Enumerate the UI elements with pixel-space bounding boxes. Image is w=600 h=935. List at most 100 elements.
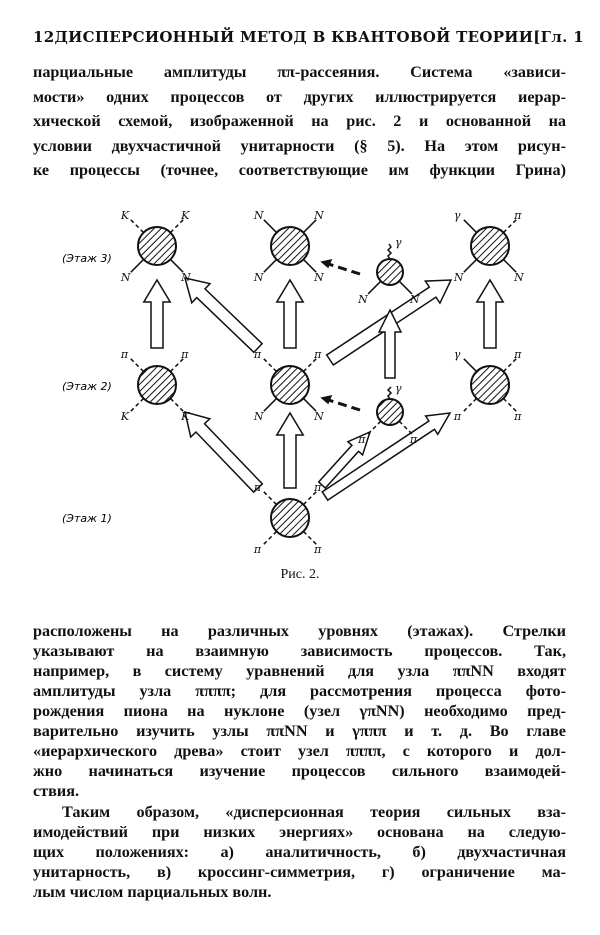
text-line: лым числом парциальных волн. <box>33 883 272 901</box>
dependency-arrow <box>275 278 305 349</box>
leg-line <box>463 397 478 412</box>
dependency-arrow <box>275 411 305 489</box>
particle-label: γ <box>454 348 461 361</box>
text-line: щих положениях: а) аналитичность, б) дву… <box>33 843 566 861</box>
particle-label: π <box>513 410 522 423</box>
text-line: ствия. <box>33 782 80 800</box>
dependency-arrow <box>317 430 372 490</box>
vertex-circle <box>376 258 404 286</box>
level-3-label: (Этаж 3) <box>62 252 112 265</box>
photon-line <box>386 386 393 400</box>
particle-label: K <box>180 410 190 423</box>
text-line: указывают на взаимную зависимость процес… <box>33 642 566 660</box>
leg-line <box>169 358 184 373</box>
vertex-circle <box>376 398 404 426</box>
particle-label: π <box>120 348 129 361</box>
text-line: условии двухчастичной унитарности (§ 5).… <box>33 136 566 155</box>
text-line: расположены на различных уровнях (этажах… <box>33 622 566 640</box>
text-line: например, в систему уравнений для узла π… <box>33 662 566 680</box>
vertex-circle <box>137 365 177 405</box>
page-number: 12 <box>33 28 55 46</box>
particle-label: π <box>253 348 262 361</box>
photon-line <box>386 243 393 260</box>
particle-label: π <box>180 348 189 361</box>
dashed-arrowhead <box>320 394 333 405</box>
vertex-circle <box>270 226 310 266</box>
particle-label: N <box>313 209 324 222</box>
particle-label: π <box>313 543 322 556</box>
particle-label: N <box>513 271 524 284</box>
dependency-arrow <box>377 308 403 379</box>
leg-line <box>502 397 517 412</box>
particle-label: γ <box>454 209 461 222</box>
level-2-label: (Этаж 2) <box>62 380 112 393</box>
chapter-ref: [Гл. 1 <box>533 28 584 46</box>
dashed-arrowhead <box>320 258 333 269</box>
particle-label: γ <box>395 382 402 395</box>
particle-label: K <box>120 209 130 222</box>
leg-line <box>263 397 278 412</box>
leg-line <box>130 397 145 412</box>
dependency-arrow <box>321 412 452 502</box>
particle-label: π <box>453 410 462 423</box>
text-line: имодействий при низких энергиях» основан… <box>33 823 566 841</box>
leg-line <box>263 530 278 545</box>
vertex-circle <box>270 365 310 405</box>
particle-label: N <box>313 410 324 423</box>
particle-label: N <box>253 209 264 222</box>
particle-label: π <box>313 481 322 494</box>
leg-line <box>302 358 317 373</box>
running-header: 12 ДИСПЕРСИОННЫЙ МЕТОД В КВАНТОВОЙ ТЕОРИ… <box>33 28 584 46</box>
leg-line <box>263 219 278 234</box>
leg-line <box>263 491 278 506</box>
text-line: парциальные амплитуды ππ-рассеяния. Сист… <box>33 63 566 81</box>
leg-line <box>130 258 145 273</box>
particle-label: π <box>409 433 418 446</box>
dependency-arrow <box>183 276 264 354</box>
particle-label: K <box>120 410 130 423</box>
text-line: жно начинаться изучение процессов сильно… <box>33 762 566 780</box>
dependency-arrow <box>142 278 172 349</box>
leg-line <box>169 397 184 412</box>
particle-label: π <box>513 348 522 361</box>
text-line: хической схемой, изображенной на рис. 2 … <box>33 112 566 130</box>
vertex-circle <box>470 226 510 266</box>
text-line: унитарность, в) кроссинг-симметрия, г) о… <box>33 863 566 881</box>
particle-label: N <box>253 271 264 284</box>
leg-line <box>263 358 278 373</box>
particle-label: N <box>180 271 191 284</box>
level-1-label: (Этаж 1) <box>62 512 112 525</box>
leg-line <box>502 258 517 273</box>
text-line: варительно изучить узлы ππNN и γπππ и т.… <box>33 722 566 740</box>
leg-line <box>263 258 278 273</box>
vertex-circle <box>137 226 177 266</box>
leg-line <box>502 358 517 373</box>
leg-line <box>463 219 478 234</box>
particle-label: π <box>253 481 262 494</box>
leg-line <box>398 420 413 435</box>
particle-label: N <box>453 271 464 284</box>
leg-line <box>302 258 317 273</box>
particle-label: π <box>313 348 322 361</box>
text-line: мости» одних процессов от других иллюстр… <box>33 87 566 106</box>
leg-line <box>302 219 317 234</box>
leg-line <box>302 397 317 412</box>
dependency-arrow <box>475 278 505 349</box>
particle-label: N <box>313 271 324 284</box>
leg-line <box>169 258 184 273</box>
figure-caption: Рис. 2. <box>280 567 320 582</box>
leg-line <box>302 530 317 545</box>
text-line: ке процессы (точнее, соответствующие им … <box>33 161 566 179</box>
vertex-circle <box>470 365 510 405</box>
particle-label: π <box>513 209 522 222</box>
particle-label: γ <box>395 236 402 249</box>
leg-line <box>169 219 184 234</box>
particle-label: K <box>180 209 190 222</box>
leg-line <box>502 219 517 234</box>
particle-label: π <box>253 543 262 556</box>
particle-label: N <box>409 293 420 306</box>
leg-line <box>130 219 145 234</box>
leg-line <box>130 358 145 373</box>
leg-line <box>367 420 382 435</box>
